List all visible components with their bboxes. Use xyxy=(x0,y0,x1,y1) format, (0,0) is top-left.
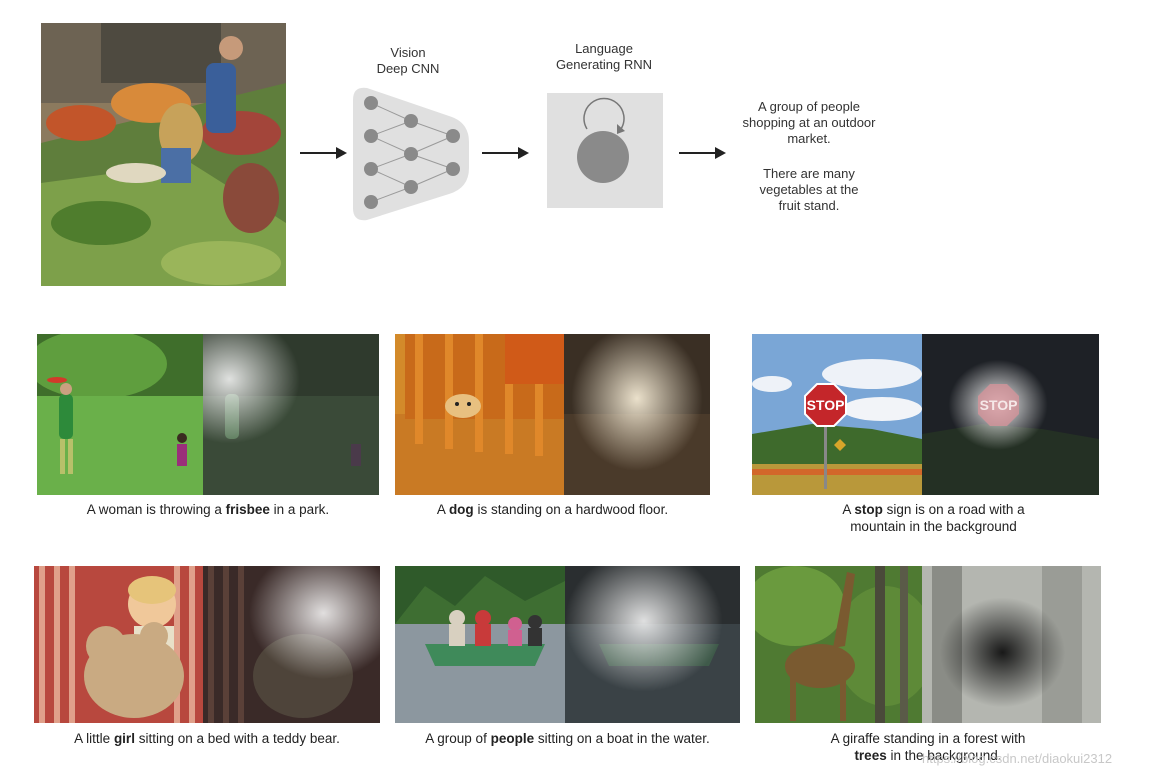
market-photo xyxy=(41,23,286,286)
watermark: https://blog.csdn.net/diaokui2312 xyxy=(922,751,1113,766)
girl-attention-map xyxy=(203,566,380,723)
stop-sign-attention-map: STOP xyxy=(922,334,1099,495)
svg-text:STOP: STOP xyxy=(807,397,845,413)
arrow-right-icon xyxy=(679,147,726,159)
arrow-right-icon xyxy=(300,147,347,159)
example-caption-frisbee: A woman is throwing a frisbee in a park. xyxy=(86,502,330,517)
giraffe-photo xyxy=(755,566,922,723)
arrow-right-icon xyxy=(482,147,529,159)
frisbee-photo xyxy=(37,334,203,495)
giraffe-attention-map xyxy=(922,566,1101,723)
svg-text:STOP: STOP xyxy=(980,397,1018,413)
output-caption-2: There are many vegetables at the fruit s… xyxy=(759,166,859,213)
boat-photo xyxy=(395,566,565,723)
girl-photo xyxy=(34,566,203,723)
dog-attention-map xyxy=(564,334,710,495)
dog-photo xyxy=(395,334,564,495)
example-caption-boat: A group of people sitting on a boat in t… xyxy=(425,731,710,746)
example-caption-stop-sign: A stop sign is on a road with a mountain… xyxy=(842,502,1025,534)
cnn-network-icon xyxy=(353,87,469,221)
output-caption-1: A group of people shopping at an outdoor… xyxy=(742,99,876,146)
rnn-loop-icon xyxy=(547,93,663,208)
example-caption-giraffe: A giraffe standing in a forest with tree… xyxy=(830,731,1026,763)
rnn-label: Language Generating RNN xyxy=(555,41,653,72)
frisbee-attention-map xyxy=(203,334,379,495)
cnn-label: Vision Deep CNN xyxy=(376,45,440,76)
example-caption-girl: A little girl sitting on a bed with a te… xyxy=(74,731,340,746)
boat-attention-map xyxy=(565,566,740,723)
stop-sign-photo: STOP xyxy=(752,334,922,495)
example-caption-dog: A dog is standing on a hardwood floor. xyxy=(436,502,669,517)
